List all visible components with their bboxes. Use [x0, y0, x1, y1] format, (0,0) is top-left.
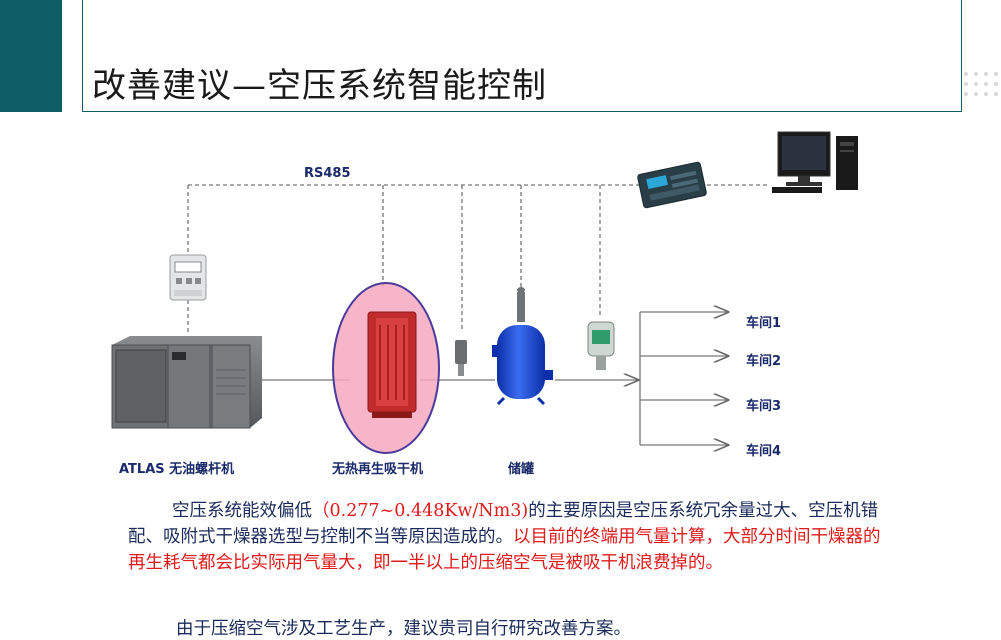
power-meter-icon	[169, 254, 207, 301]
paragraph-highlight: 以目前的终端用气量计算，大部分时间干燥器的再生耗气都会比实际用气量大，即一半以上…	[128, 527, 881, 573]
controller-icon	[637, 161, 707, 209]
pressure-transmitter-icon	[587, 321, 615, 370]
paragraph-part-1: 空压系统能效偏低	[172, 501, 312, 521]
header-accent-bar	[0, 0, 62, 112]
recommendation-paragraph: 由于压缩空气涉及工艺生产，建议贵司自行研究改善方案。	[176, 619, 631, 639]
title-frame	[82, 0, 962, 112]
rs485-label: RS485	[304, 166, 351, 181]
decorative-dots-icon	[962, 70, 998, 100]
atlas-compressor-icon	[111, 336, 262, 429]
compressor-label: ATLAS 无油螺杆机	[119, 462, 235, 477]
analysis-paragraph: 空压系统能效偏低（0.277~0.448Kw/Nm3)的主要原因是空压系统冗余量…	[128, 498, 888, 576]
workshop-label-4: 车间4	[746, 444, 782, 459]
flow-sensor-icon	[455, 340, 467, 376]
page-title: 改善建议—空压系统智能控制	[92, 66, 547, 106]
workshop-label-2: 车间2	[746, 354, 782, 369]
air-pipe	[262, 312, 728, 445]
storage-tank-icon	[492, 287, 553, 406]
computer-icon	[772, 131, 858, 193]
rs485-bus	[187, 184, 770, 335]
dryer-label: 无热再生吸干机	[332, 462, 424, 477]
dryer-icon	[332, 282, 440, 454]
workshop-label-1: 车间1	[746, 316, 782, 331]
tank-label: 储罐	[508, 462, 535, 477]
paragraph-part-3: 的主要原因是空压系统冗余量过大、空压机错配、吸附式干燥器选型与控制不当等原因造成…	[128, 501, 879, 547]
paragraph-efficiency-range: （0.277~0.448Kw/Nm3)	[312, 501, 529, 521]
workshop-label-3: 车间3	[746, 399, 782, 414]
